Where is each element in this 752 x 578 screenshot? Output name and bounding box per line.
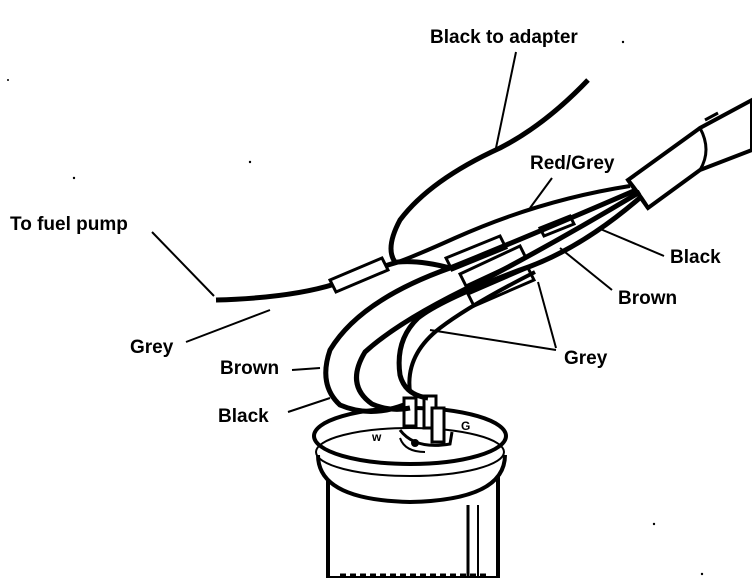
label-to-fuel-pump: To fuel pump xyxy=(10,214,128,235)
wire-red-grey xyxy=(397,184,631,264)
leader-red-grey xyxy=(529,177,553,209)
leader-black-to-adapter xyxy=(495,51,517,149)
wire-black-to-adapter xyxy=(388,78,590,264)
leader-grey-left xyxy=(185,309,271,343)
label-grey-left: Grey xyxy=(130,337,174,358)
scan-specks xyxy=(7,40,704,576)
wire-grey-lower-2 xyxy=(407,270,536,393)
label-brown-right: Brown xyxy=(618,288,678,309)
label-grey-right: Grey xyxy=(564,348,608,369)
cable-sheath xyxy=(625,97,752,211)
leader-to-fuel-pump xyxy=(151,231,215,297)
label-black-right: Black xyxy=(670,247,721,268)
leader-brown-left xyxy=(291,367,321,371)
leader-grey-right-2 xyxy=(429,329,557,351)
wire-grey-lower xyxy=(396,194,644,401)
leader-lines xyxy=(151,51,665,413)
terminal-mark-g: G xyxy=(461,419,471,433)
label-red-grey: Red/Grey xyxy=(530,153,615,174)
leader-brown-right xyxy=(559,247,613,291)
terminal-connector xyxy=(398,394,454,453)
fuel-sender-unit xyxy=(312,406,508,578)
leader-black-right xyxy=(597,227,665,257)
wire-black-lower xyxy=(323,187,637,414)
wire-brown-lower xyxy=(354,189,642,412)
leader-black-left xyxy=(287,397,331,413)
pump-top-cap-rim xyxy=(315,427,505,477)
pump-body-band xyxy=(316,454,507,505)
label-black-left: Black xyxy=(218,406,269,427)
label-black-to-adapter: Black to adapter xyxy=(430,27,578,48)
label-brown-left: Brown xyxy=(220,358,280,379)
terminal-mark-w: w xyxy=(372,430,382,444)
leader-grey-right-1 xyxy=(537,281,557,349)
